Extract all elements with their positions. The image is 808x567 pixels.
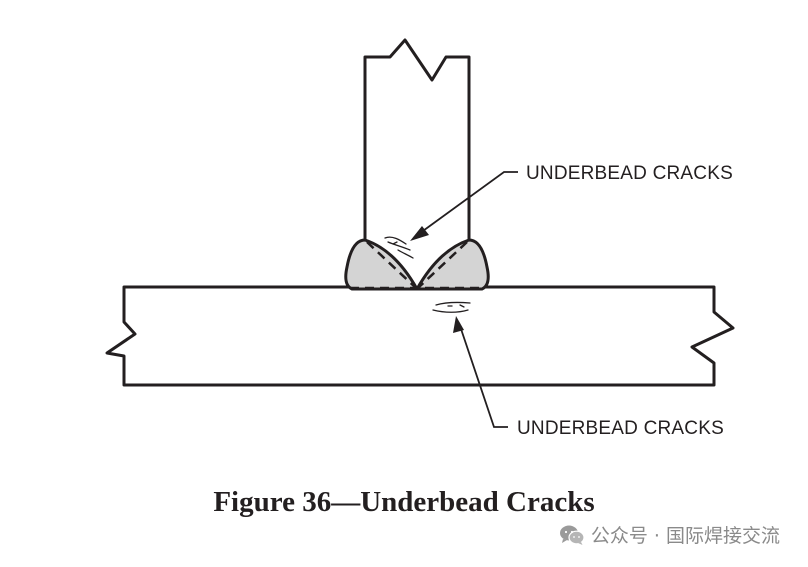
lower-arrowhead: [453, 316, 464, 333]
upper-callout-label: UNDERBEAD CRACKS: [526, 163, 733, 184]
upper-crack-marks: [384, 236, 414, 259]
wechat-icon: [559, 525, 585, 545]
right-weld-dashed-root: [417, 241, 468, 289]
figure-caption: Figure 36—Underbead Cracks: [213, 486, 595, 518]
upper-leader-line: [415, 171, 518, 237]
base-plate: [105, 285, 735, 387]
watermark-text: 公众号 · 国际焊接交流: [590, 525, 780, 547]
left-weld-dashed-root: [366, 241, 417, 289]
upper-arrowhead: [410, 226, 429, 241]
web-plate: [363, 38, 471, 287]
watermark: 公众号 · 国际焊接交流: [559, 521, 780, 548]
lower-callout-label: UNDERBEAD CRACKS: [517, 418, 724, 439]
lower-leader-line: [458, 322, 508, 428]
right-fillet-weld: [415, 238, 490, 291]
lower-crack-marks: [432, 301, 471, 313]
left-fillet-weld: [344, 238, 419, 291]
